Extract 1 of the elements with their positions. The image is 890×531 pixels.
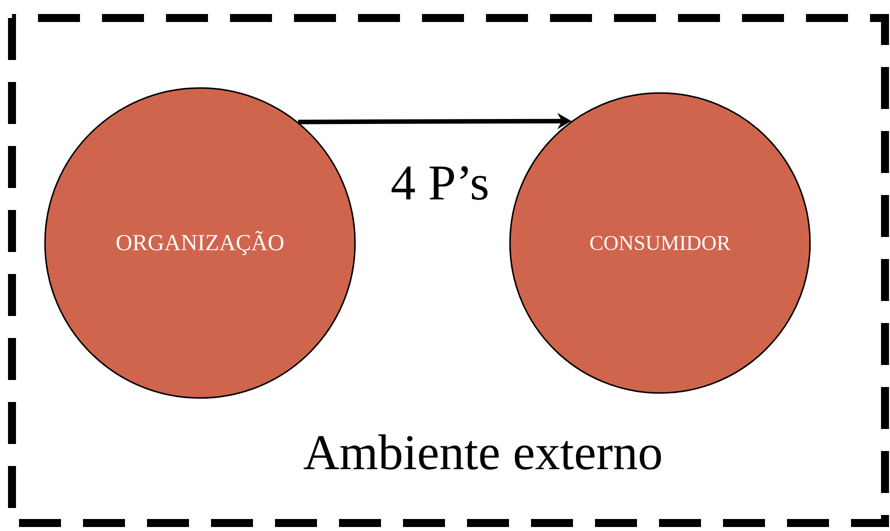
- edge-label: 4 P’s: [392, 166, 488, 200]
